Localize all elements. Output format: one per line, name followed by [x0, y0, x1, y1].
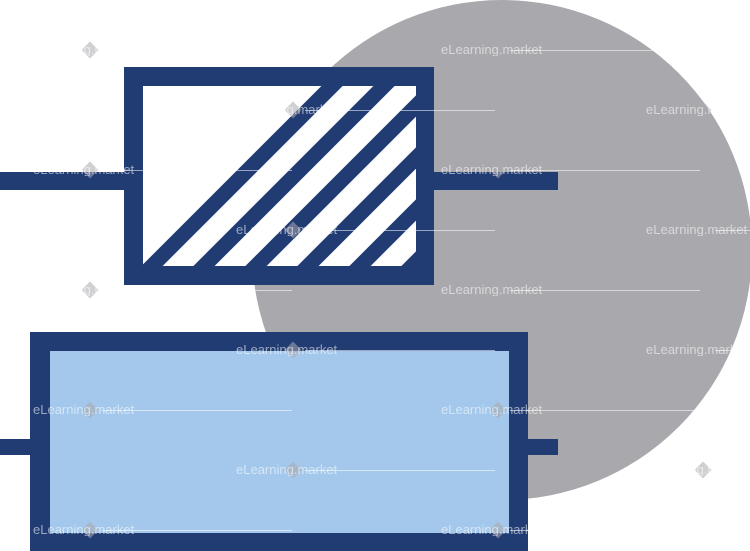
top-lead-left — [0, 172, 124, 190]
top-box-hatching — [143, 86, 416, 266]
top-lead-right — [434, 172, 558, 190]
hatch-stripe — [193, 86, 395, 266]
hatch-stripe — [349, 199, 416, 266]
hatch-stripe — [143, 86, 343, 266]
hatch-stripe — [245, 95, 416, 266]
bottom-lead-left — [0, 439, 32, 455]
bottom-lead-right — [526, 439, 558, 455]
bottom-box-fill — [50, 351, 509, 533]
hatch-stripe — [297, 147, 416, 266]
